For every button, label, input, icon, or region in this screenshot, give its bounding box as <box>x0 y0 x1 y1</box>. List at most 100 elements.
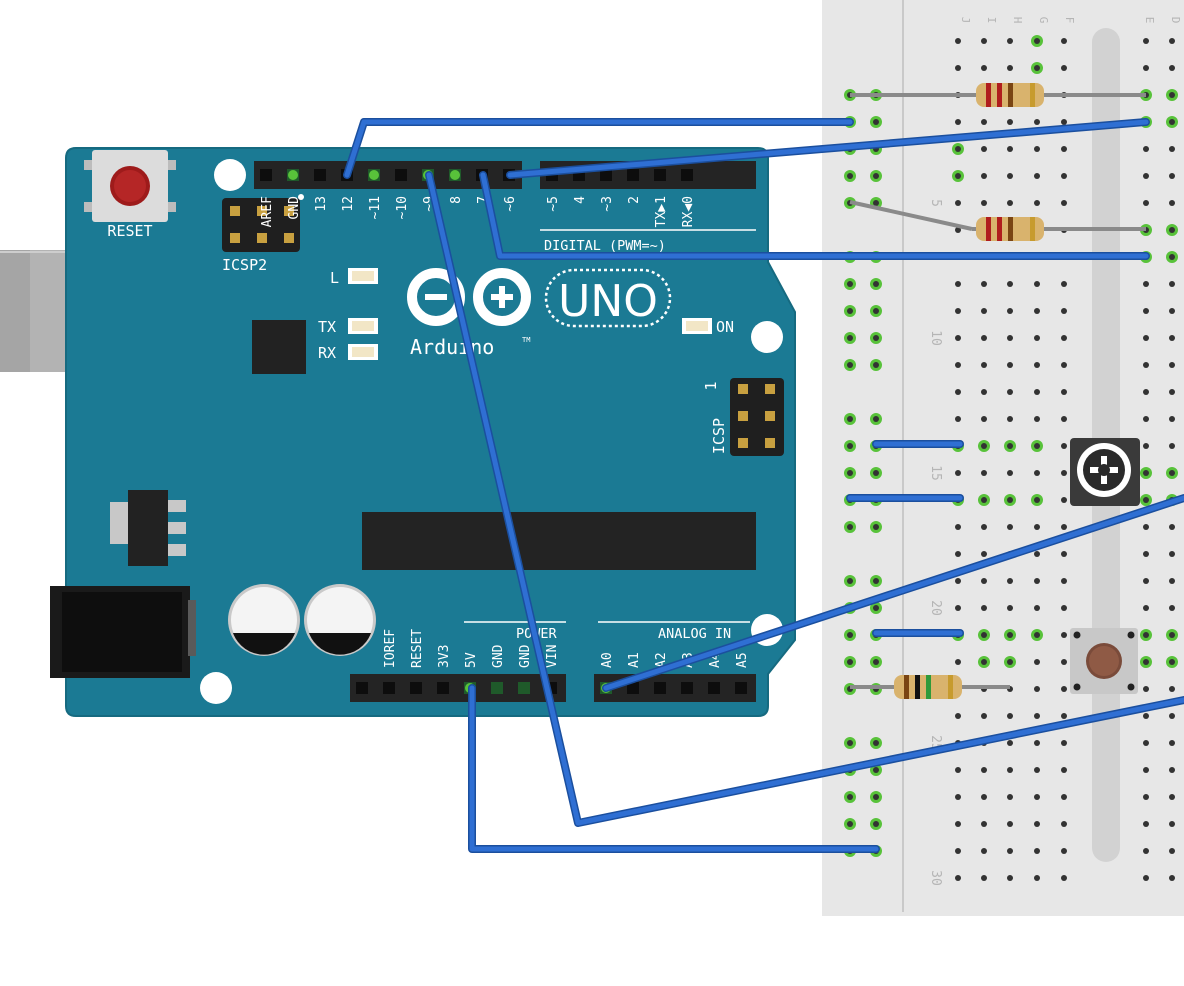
power-pin[interactable] <box>383 682 395 694</box>
analog-pin-label: A0 <box>600 652 615 668</box>
term-hole <box>1169 335 1175 341</box>
row-number-5: 5 <box>928 199 943 207</box>
term-hole <box>1169 173 1175 179</box>
rail-hole-center <box>847 524 853 530</box>
power-pin-label: VIN <box>545 645 560 668</box>
term-hole <box>1169 146 1175 152</box>
digital-pin-connection <box>288 170 298 180</box>
term-hole <box>1007 416 1013 422</box>
power-pin[interactable] <box>518 682 530 694</box>
col-letter-f: F <box>1063 17 1076 24</box>
power-pin[interactable] <box>491 682 503 694</box>
row-number-30: 30 <box>928 870 943 886</box>
digital-pin[interactable] <box>260 169 272 181</box>
term-hole <box>1061 146 1067 152</box>
power-pin[interactable] <box>437 682 449 694</box>
term-hole <box>1169 578 1175 584</box>
power-pin[interactable] <box>356 682 368 694</box>
digital-pin-label: RX◀0 <box>681 196 696 227</box>
term-hole <box>1034 578 1040 584</box>
term-hole <box>1169 767 1175 773</box>
rail-hole-center <box>847 659 853 665</box>
term-hole <box>955 227 961 233</box>
digital-pin[interactable] <box>600 169 612 181</box>
row-number-20: 20 <box>928 600 943 616</box>
digital-pin-label: 7 <box>476 196 491 204</box>
analog-pin[interactable] <box>681 682 693 694</box>
term-hole <box>955 146 961 152</box>
icsp-pin1-label: 1 <box>702 381 720 390</box>
term-hole <box>955 362 961 368</box>
led-rx <box>348 344 378 360</box>
term-hole <box>1007 65 1013 71</box>
capacitor-2 <box>304 584 376 656</box>
term-hole <box>1007 767 1013 773</box>
icsp-header <box>730 378 784 456</box>
digital-pin-label: ~11 <box>368 196 383 219</box>
col-letter-j: J <box>959 17 972 24</box>
term-hole <box>1143 38 1149 44</box>
term-hole <box>1143 740 1149 746</box>
term-hole <box>955 281 961 287</box>
analog-pin[interactable] <box>627 682 639 694</box>
power-pin[interactable] <box>410 682 422 694</box>
analog-pin[interactable] <box>708 682 720 694</box>
digital-pin[interactable] <box>395 169 407 181</box>
led-l <box>348 268 378 284</box>
digital-pin-label: AREF <box>260 196 275 227</box>
digital-pin[interactable] <box>627 169 639 181</box>
digital-pin[interactable] <box>314 169 326 181</box>
term-hole <box>1034 308 1040 314</box>
term-hole <box>1034 767 1040 773</box>
term-hole <box>981 173 987 179</box>
digital-pin-label: 13 <box>314 196 329 212</box>
term-hole <box>1169 470 1175 476</box>
term-hole <box>1143 443 1149 449</box>
term-hole <box>1007 497 1013 503</box>
term-hole <box>1061 470 1067 476</box>
term-hole <box>1143 146 1149 152</box>
push-button[interactable] <box>1070 628 1138 694</box>
term-hole <box>1143 605 1149 611</box>
rail-hole-center <box>847 794 853 800</box>
potentiometer[interactable] <box>1070 438 1140 506</box>
term-hole <box>1061 362 1067 368</box>
term-hole <box>1061 713 1067 719</box>
term-hole <box>1143 389 1149 395</box>
analog-pin[interactable] <box>654 682 666 694</box>
term-hole <box>1169 551 1175 557</box>
term-hole <box>1007 38 1013 44</box>
capacitor-1 <box>228 584 300 656</box>
analog-pin[interactable] <box>735 682 747 694</box>
power-pin-label: RESET <box>410 629 425 668</box>
term-hole <box>1007 362 1013 368</box>
term-hole <box>955 389 961 395</box>
reset-button[interactable] <box>84 150 176 222</box>
wire-pin9-to-resistor2 <box>480 172 1149 259</box>
uno-text: UNO <box>558 276 658 327</box>
digital-pin[interactable] <box>654 169 666 181</box>
term-hole <box>1143 416 1149 422</box>
term-hole <box>1143 470 1149 476</box>
term-hole <box>1061 173 1067 179</box>
term-hole <box>1061 335 1067 341</box>
term-hole <box>1034 362 1040 368</box>
term-hole <box>981 875 987 881</box>
term-hole <box>955 38 961 44</box>
term-hole <box>1007 875 1013 881</box>
term-hole <box>981 281 987 287</box>
rail-hole-center <box>873 119 879 125</box>
digital-pin-label: ~10 <box>395 196 410 219</box>
term-hole <box>955 173 961 179</box>
term-hole <box>1169 281 1175 287</box>
term-hole <box>955 659 961 665</box>
digital-pin[interactable] <box>681 169 693 181</box>
term-hole <box>1143 713 1149 719</box>
rail-hole-center <box>873 659 879 665</box>
wire-gnd-to-rail <box>344 119 853 178</box>
term-hole <box>981 632 987 638</box>
term-hole <box>1169 119 1175 125</box>
term-hole <box>1169 686 1175 692</box>
term-hole <box>1034 38 1040 44</box>
